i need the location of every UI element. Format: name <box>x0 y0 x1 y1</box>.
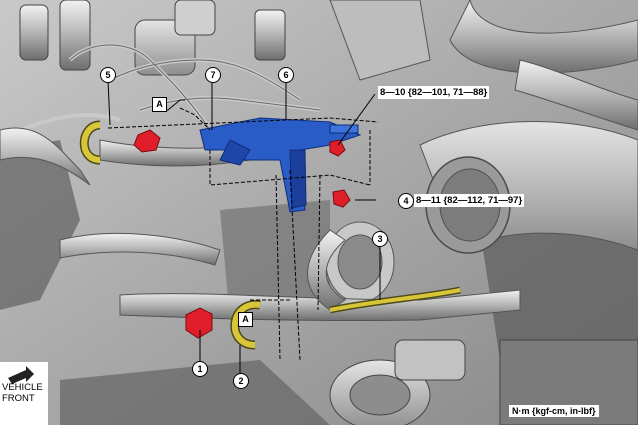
vehicle-front-arrow-icon <box>0 362 48 425</box>
callout-a-upper: A <box>152 97 167 112</box>
torque-bolts <box>133 129 351 339</box>
callout-3: 3 <box>372 231 388 247</box>
callout-2: 2 <box>233 373 249 389</box>
callout-a-lower: A <box>238 312 253 327</box>
callout-1: 1 <box>192 361 208 377</box>
callout-4: 4 <box>398 193 414 209</box>
vacuum-hoses <box>79 120 461 350</box>
dashed-leaders <box>107 107 379 361</box>
callout-7: 7 <box>205 67 221 83</box>
torque-unit-note: N·m {kgf-cm, in-lbf} <box>509 405 599 417</box>
vehicle-front-label: VEHICLE FRONT <box>2 382 43 404</box>
callout-6: 6 <box>278 67 294 83</box>
callout-5: 5 <box>100 67 116 83</box>
blue-bracket <box>199 117 362 213</box>
lower-component <box>329 339 638 425</box>
torque-spec-upper: 8—10 {82—101, 71—88} <box>378 86 490 99</box>
torque-spec-lower: 8—11 {82—112, 71—97} <box>414 194 525 207</box>
